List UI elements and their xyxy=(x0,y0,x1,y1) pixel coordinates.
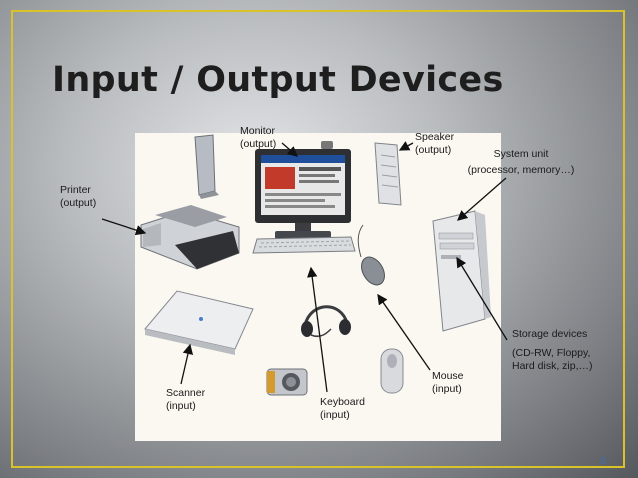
printer-arrow xyxy=(101,218,147,236)
monitor-label: Monitor(output) xyxy=(240,125,277,150)
left-speaker-image xyxy=(194,134,219,199)
speaker-label: Speaker(output) xyxy=(415,131,455,156)
keyboard-image xyxy=(252,236,356,254)
scanner-label: Scanner(input) xyxy=(166,387,206,412)
storage-devices-label: Storage devices (CD-RW, Floppy, Hard dis… xyxy=(512,328,593,372)
page-number: 3 xyxy=(600,456,606,467)
scanner-arrow xyxy=(180,343,194,385)
mouse-label: Mouse(input) xyxy=(432,370,464,395)
system-unit-image xyxy=(432,210,491,332)
right-speaker-image xyxy=(374,142,402,206)
monitor-image xyxy=(255,141,351,239)
keyboard-label: Keyboard(input) xyxy=(320,396,365,421)
printer-image xyxy=(140,205,240,270)
keyboard-arrow xyxy=(307,266,328,393)
system-unit-arrow xyxy=(457,177,507,221)
microphone-image xyxy=(380,348,404,394)
headset-image xyxy=(301,305,351,338)
slide-border xyxy=(11,10,625,468)
devices-illustration-panel xyxy=(135,133,501,441)
storage-arrow xyxy=(456,256,508,341)
slide-title: Input / Output Devices xyxy=(52,60,504,100)
scanner-image xyxy=(144,290,254,355)
monitor-arrow xyxy=(281,142,298,157)
mouse-arrow xyxy=(377,293,431,371)
speaker-arrow xyxy=(398,141,414,151)
mouse-image xyxy=(357,224,385,286)
devices-illustration xyxy=(140,134,491,396)
printer-label: Printer(output) xyxy=(60,184,97,209)
system-unit-label: System unit(processor, memory…) xyxy=(467,148,575,176)
camera-image xyxy=(266,368,308,396)
